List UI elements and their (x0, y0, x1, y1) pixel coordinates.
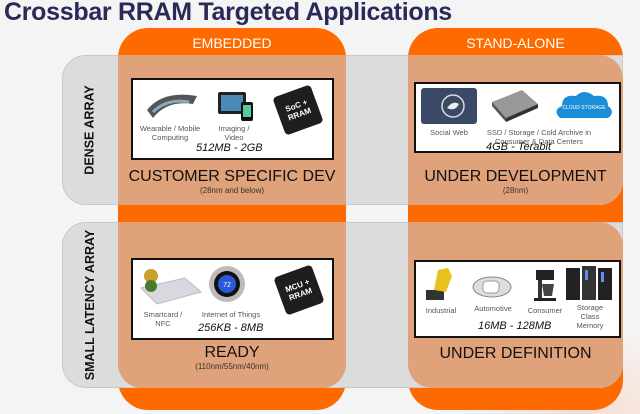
car-icon (472, 276, 512, 298)
smartcard-icon (140, 269, 203, 305)
thermostat-value: 72 (223, 282, 231, 289)
image-panel-embedded-small: Smartcard / NFC 72 Internet of Things MC… (131, 258, 334, 340)
page-title: Crossbar RRAM Targeted Applications (4, 0, 452, 26)
item-label: Storage Class Memory (576, 303, 604, 330)
industrial-robot-icon (426, 268, 452, 300)
ssd-drive-icon (492, 90, 538, 122)
item-label: Automotive (474, 304, 512, 313)
status-label: UNDER DEFINITION (439, 345, 592, 362)
item-label: SSD / Storage / Cold Archive in Consumer… (486, 128, 592, 146)
mcu-rram-chip-icon: MCU + RRAM (273, 264, 325, 316)
dense-array-label: DENSE ARRAY (83, 85, 97, 175)
small-latency-label: SMALL LATENCY ARRAY (83, 229, 98, 381)
process-note: (28nm and below) (199, 186, 265, 195)
image-panel-standalone-small: Industrial Automotive Consumer Storage C… (414, 260, 621, 338)
process-note: (110nm/55nm/40nm) (195, 362, 269, 371)
tablet-phone-icon (218, 92, 253, 121)
capacity-range: 512MB - 2GB (196, 142, 263, 154)
capacity-range: 4GB - Terabit (486, 141, 552, 153)
soc-rram-chip-icon: SoC + RRAM (272, 84, 324, 136)
status-label: READY (204, 344, 260, 361)
item-label: Imaging / Video (218, 124, 250, 142)
social-web-icon (421, 88, 477, 124)
status-label: UNDER DEVELOPMENT (424, 168, 607, 185)
item-label: Social Web (430, 128, 468, 137)
capacity-range: 16MB - 128MB (478, 320, 552, 332)
image-panel-standalone-dense: Social Web SSD / Storage / Cold Archive … (414, 82, 621, 153)
image-panel-embedded-dense: Wearable / Mobile Computing Imaging / Vi… (131, 78, 334, 160)
embedded-header: EMBEDDED (192, 35, 272, 51)
item-label: Wearable / Mobile Computing (139, 124, 201, 142)
item-label: Industrial (425, 306, 457, 315)
standalone-header: STAND-ALONE (466, 35, 565, 51)
item-label: Smartcard / NFC (143, 310, 183, 328)
capacity-range: 256KB - 8MB (198, 322, 264, 334)
thermostat-icon: 72 (209, 266, 245, 302)
wearable-devices-icon (147, 94, 197, 118)
cloud-label: CLOUD STORAGE (562, 105, 606, 111)
server-rack-icon (566, 266, 612, 300)
cloud-storage-icon: CLOUD STORAGE (556, 92, 612, 118)
item-label: Internet of Things (201, 310, 261, 319)
item-label: Consumer (527, 306, 563, 315)
coffee-maker-icon (534, 270, 556, 301)
process-note: (28nm) (502, 186, 529, 195)
status-label: CUSTOMER SPECIFIC DEV (128, 168, 336, 185)
